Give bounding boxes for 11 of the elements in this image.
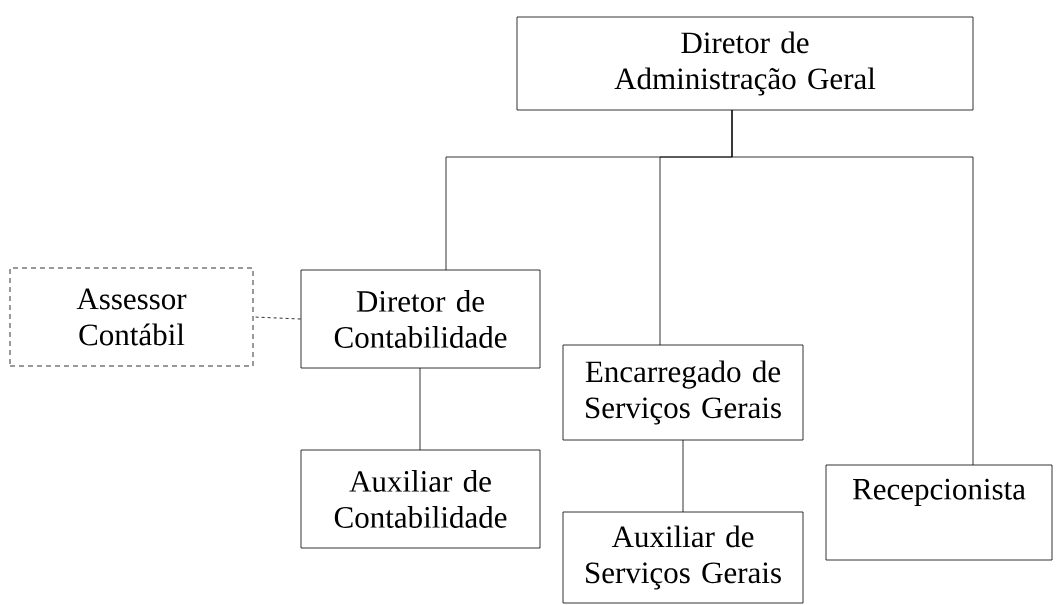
process-box: Diretor de Administração Geral — [516, 16, 974, 111]
connector-line — [731, 109, 974, 466]
process-box: Diretor de Contabilidade — [300, 269, 541, 369]
connector-line — [253, 316, 301, 320]
connector-line — [682, 439, 684, 513]
process-box: Recepcionista — [825, 464, 1053, 561]
process-box: Encarregado de Serviços Gerais — [562, 344, 804, 441]
connector-line — [419, 367, 421, 451]
dashed-box: Assessor Contábil — [9, 267, 254, 367]
process-box: Auxiliar de Serviços Gerais — [562, 511, 804, 604]
process-box: Auxiliar de Contabilidade — [300, 449, 541, 549]
